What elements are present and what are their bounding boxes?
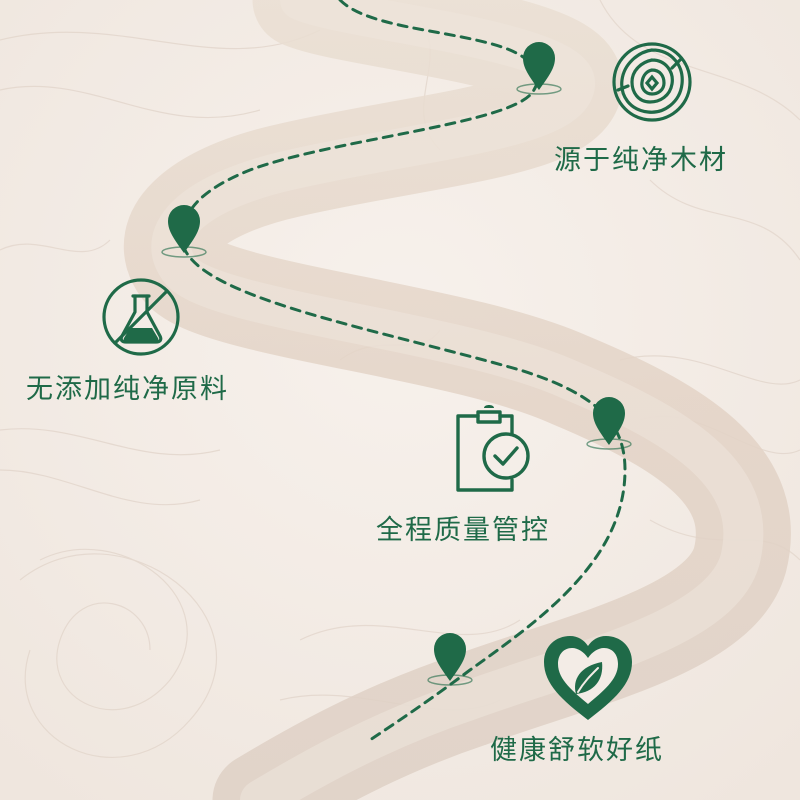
map-pin-3: [586, 397, 632, 450]
map-pin-2: [161, 205, 207, 258]
feature-label-no-additives: 无添加纯净原料: [26, 374, 229, 405]
no-chemical-flask-icon: [102, 278, 180, 356]
feature-label-quality-control: 全程质量管控: [376, 515, 550, 546]
feature-label-wood: 源于纯净木材: [554, 145, 728, 176]
heart-leaf-icon: [544, 636, 632, 720]
clipboard-check-icon: [456, 405, 530, 492]
wood-rings-icon: [612, 42, 692, 122]
map-pin-1: [516, 42, 562, 95]
feature-label-healthy-soft-paper: 健康舒软好纸: [490, 735, 664, 766]
map-pin-4: [427, 633, 473, 686]
